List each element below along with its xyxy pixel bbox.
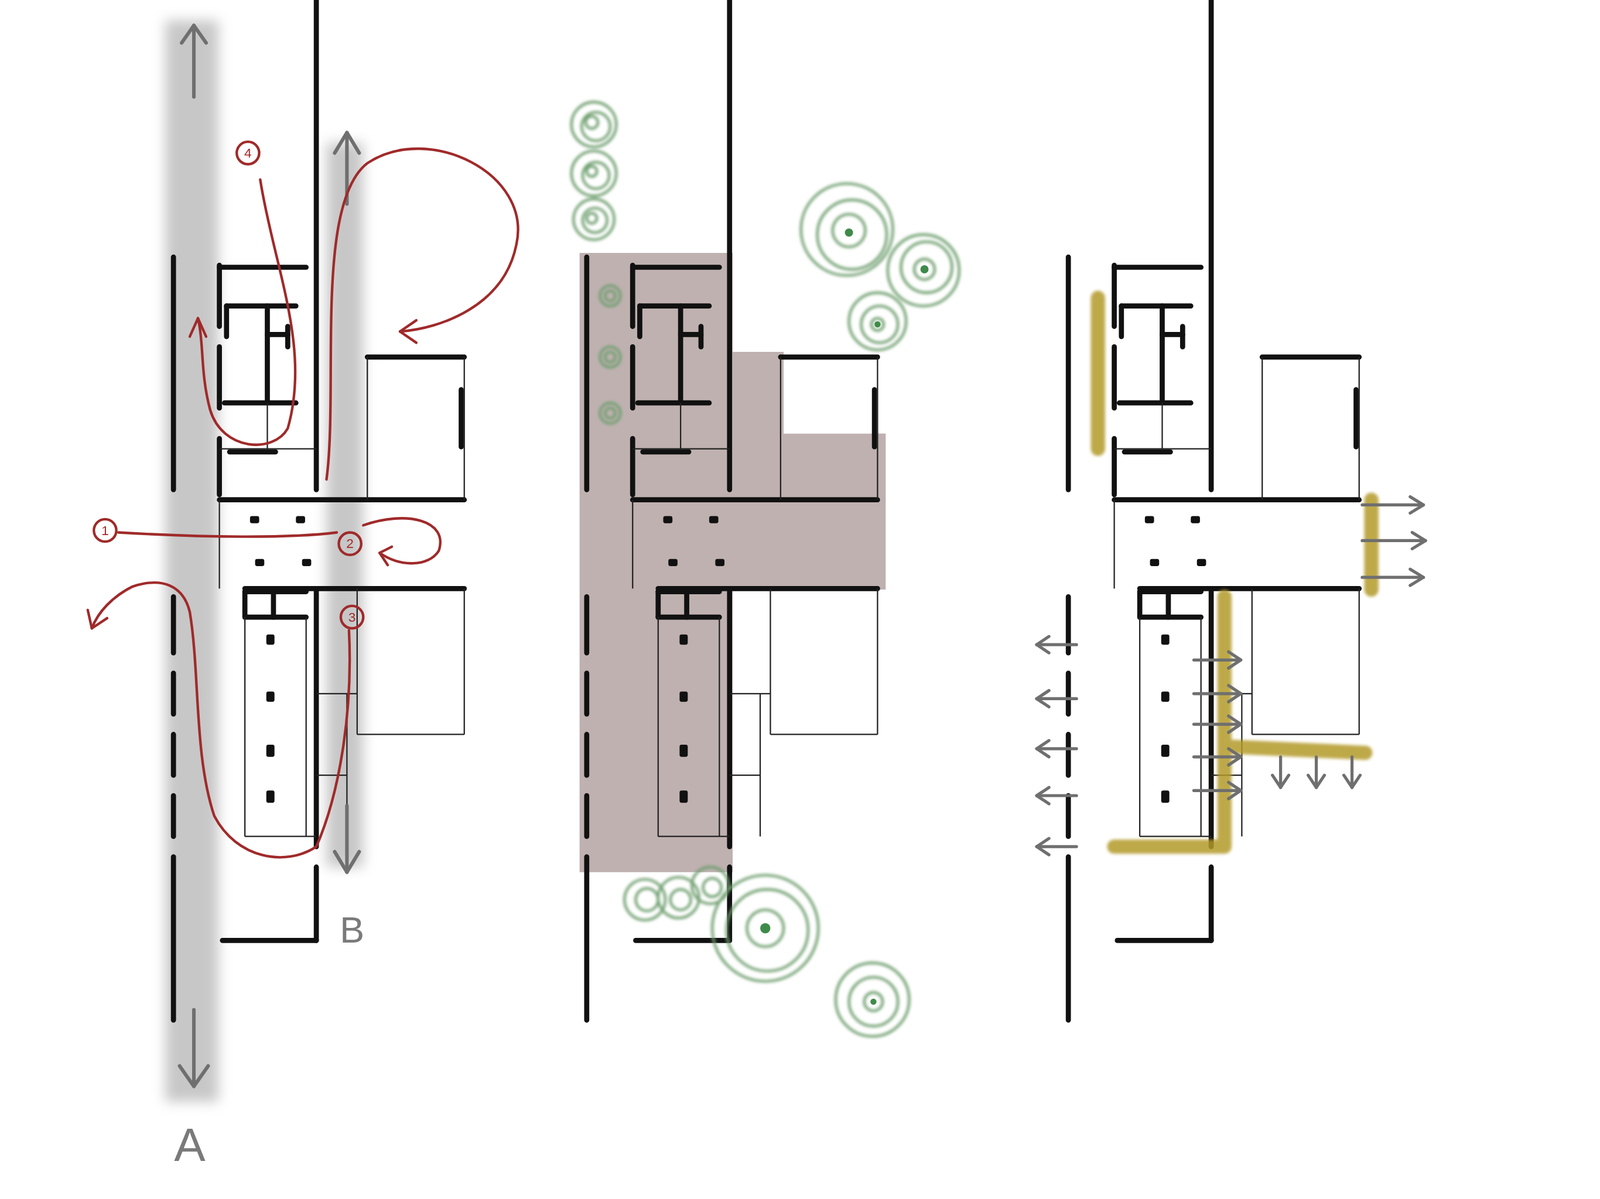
callout-number: 4 <box>244 146 252 160</box>
callout-number: 1 <box>101 524 109 538</box>
section-letter: A <box>173 1121 205 1169</box>
callout-number: 3 <box>348 610 357 625</box>
callout-number: 2 <box>346 537 354 551</box>
section-letter: B <box>339 912 365 950</box>
